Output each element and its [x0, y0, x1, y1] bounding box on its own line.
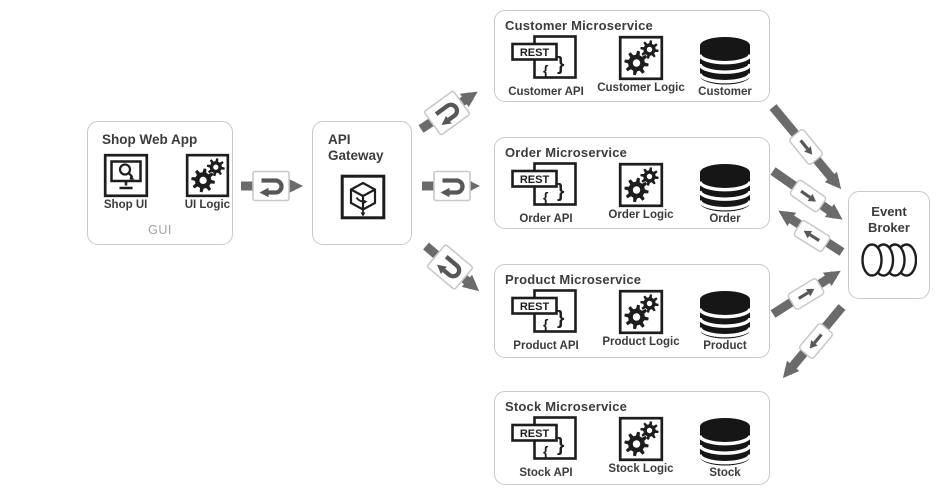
order-microservice-title: Order Microservice — [505, 145, 628, 160]
svg-text:REST: REST — [519, 174, 549, 186]
ui-logic-component: UI Logic — [183, 153, 232, 211]
svg-text:REST: REST — [519, 428, 549, 440]
event-broker-title: Event Broker — [868, 204, 910, 236]
customer-db-label: Customer — [698, 86, 752, 98]
event-message-icon — [793, 220, 831, 252]
rest-api-icon: { } REST — [510, 35, 577, 79]
arrow-api-gateway-to-customer-microservice — [418, 91, 478, 133]
customer-logic-label: Customer Logic — [597, 82, 685, 94]
database-icon — [699, 418, 751, 466]
event-message-icon — [789, 179, 827, 213]
customer-database-component: Customer — [693, 35, 757, 98]
gears-icon — [618, 162, 664, 208]
order-api-component: { } REST Order API — [503, 162, 589, 225]
stock-logic-label: Stock Logic — [608, 463, 674, 475]
stock-logic-component: Stock Logic — [589, 416, 693, 475]
gears-icon — [618, 416, 664, 462]
product-microservice-title: Product Microservice — [505, 272, 642, 287]
svg-text:}: } — [557, 54, 565, 75]
customer-logic-component: Customer Logic — [589, 35, 693, 94]
rest-api-icon: { } REST — [510, 289, 577, 333]
arrow-product-microservice-to-event-broker — [770, 270, 841, 318]
gears-icon — [618, 35, 664, 81]
event-message-icon — [798, 323, 834, 359]
product-microservice-box: Product Microservice { } REST Product AP… — [494, 264, 770, 358]
rest-api-icon: { } REST — [510, 416, 577, 460]
product-database-component: Product — [693, 289, 757, 352]
svg-text:REST: REST — [519, 47, 549, 59]
stock-microservice-box: Stock Microservice { } REST Stock API — [494, 391, 770, 485]
event-message-icon — [787, 278, 825, 310]
stock-api-component: { } REST Stock API — [503, 416, 589, 479]
ui-logic-label: UI Logic — [184, 199, 231, 211]
stock-api-label: Stock API — [519, 467, 573, 479]
product-db-label: Product — [703, 340, 747, 352]
stock-database-component: Stock — [693, 416, 757, 479]
gears-icon — [185, 153, 230, 198]
database-icon — [699, 291, 751, 339]
database-icon — [699, 164, 751, 212]
svg-text:}: } — [557, 435, 565, 456]
gears-icon — [618, 289, 664, 335]
customer-microservice-title: Customer Microservice — [505, 18, 653, 33]
order-api-label: Order API — [519, 213, 573, 225]
shop-ui-label: Shop UI — [103, 199, 148, 211]
order-db-label: Order — [709, 213, 741, 225]
product-logic-component: Product Logic — [589, 289, 693, 348]
svg-text:}: } — [557, 308, 565, 329]
shop-web-app-title: Shop Web App — [102, 132, 198, 147]
event-message-icon — [789, 129, 823, 165]
gui-group-label: GUI — [148, 223, 172, 237]
database-icon — [699, 37, 751, 85]
stock-microservice-title: Stock Microservice — [505, 399, 628, 414]
monitor-search-icon — [103, 153, 148, 198]
product-logic-label: Product Logic — [602, 336, 680, 348]
api-gateway-title: API Gateway — [328, 132, 384, 164]
request-response-icon — [423, 90, 471, 136]
api-gateway-box: API Gateway — [312, 121, 412, 245]
gateway-icon — [340, 174, 386, 220]
stock-db-label: Stock — [709, 467, 741, 479]
svg-text:}: } — [557, 181, 565, 202]
order-microservice-box: Order Microservice { } REST Order API — [494, 137, 770, 229]
shop-ui-component: Shop UI — [101, 153, 150, 211]
request-response-icon — [433, 170, 471, 202]
request-response-icon — [252, 170, 290, 202]
customer-api-label: Customer API — [508, 86, 584, 98]
arrow-event-broker-to-order-microservice — [778, 210, 845, 256]
arrow-event-broker-to-stock-microservice — [782, 304, 846, 379]
arrow-order-microservice-to-event-broker — [770, 167, 843, 220]
arrow-customer-microservice-to-event-broker — [769, 104, 842, 190]
svg-text:{: { — [543, 62, 549, 78]
order-database-component: Order — [693, 162, 757, 225]
order-logic-component: Order Logic — [589, 162, 693, 221]
svg-text:REST: REST — [519, 301, 549, 313]
product-api-label: Product API — [513, 340, 579, 352]
shop-web-app-box: Shop Web App Shop UI — [87, 121, 233, 245]
customer-microservice-box: Customer Microservice { } REST Customer … — [494, 10, 770, 102]
svg-text:{: { — [543, 189, 549, 205]
request-response-icon — [426, 244, 474, 290]
customer-api-component: { } REST Customer API — [503, 35, 589, 98]
svg-text:{: { — [543, 316, 549, 332]
order-logic-label: Order Logic — [608, 209, 674, 221]
event-broker-box: Event Broker — [848, 191, 930, 299]
svg-text:{: { — [543, 443, 549, 459]
product-api-component: { } REST Product API — [503, 289, 589, 352]
arrow-api-gateway-to-product-microservice — [423, 242, 480, 292]
message-queue-icon — [861, 242, 917, 277]
rest-api-icon: { } REST — [510, 162, 577, 206]
